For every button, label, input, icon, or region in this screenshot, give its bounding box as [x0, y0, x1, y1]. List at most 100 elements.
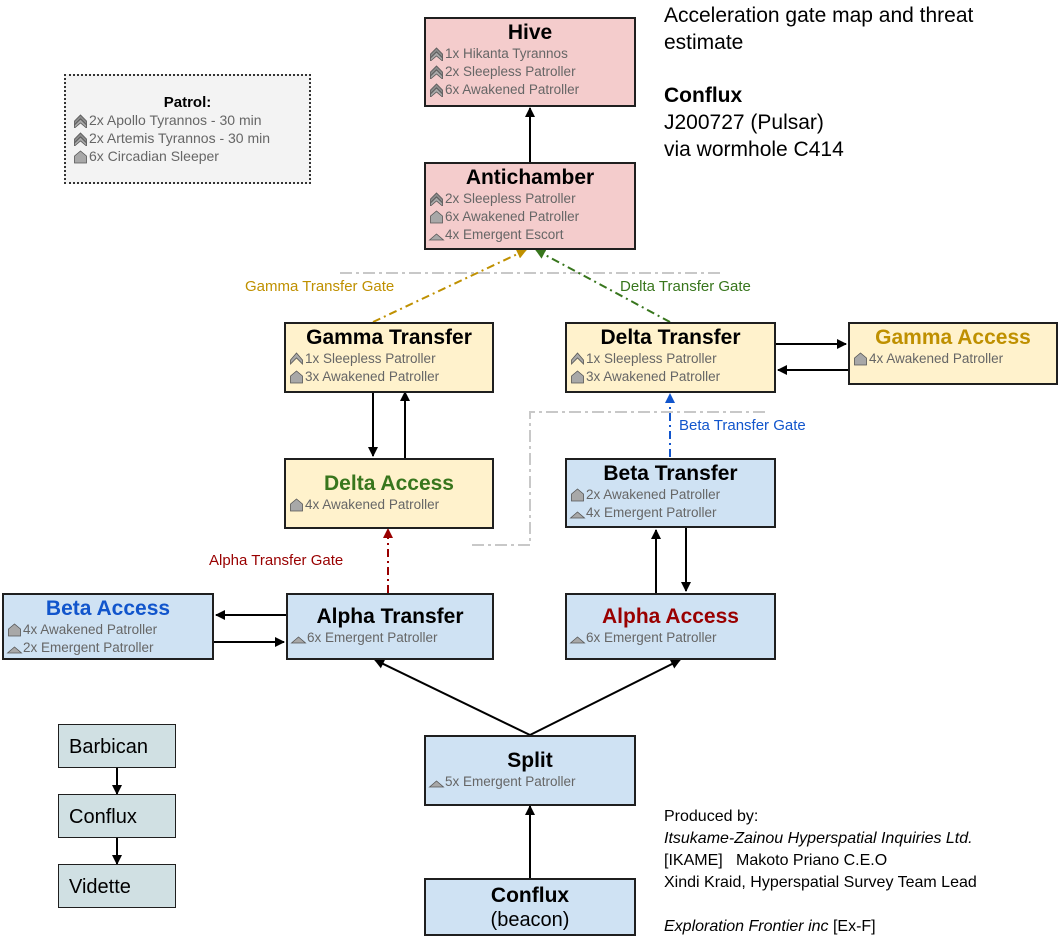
house-icon — [569, 487, 586, 502]
patrol-unit: 2x Artemis Tyrannos - 30 min — [66, 129, 309, 147]
middle-zone-boundary — [470, 411, 765, 546]
room-title: Hive — [507, 21, 553, 44]
zone-boundary-lines — [340, 272, 765, 546]
unit-line: 2x Awakened Patroller — [567, 486, 774, 504]
unit-line: 6x Emergent Patroller — [567, 629, 774, 647]
unit-line: 6x Emergent Patroller — [288, 629, 492, 647]
room-title: Alpha Transfer — [316, 605, 464, 628]
chain-label: Conflux — [69, 806, 137, 828]
beta-gate-label: Beta Transfer Gate — [679, 417, 806, 434]
house-icon — [852, 351, 869, 366]
delta-gate-label: Delta Transfer Gate — [620, 278, 751, 295]
unit-line: 6x Awakened Patroller — [426, 81, 634, 99]
triangle-icon — [428, 774, 445, 789]
unit-line: 5x Emergent Patroller — [426, 773, 634, 791]
house-icon — [569, 369, 586, 384]
unit-line: 4x Emergent Patroller — [567, 504, 774, 522]
chain-label: Vidette — [69, 876, 131, 898]
double-chevron-icon — [428, 191, 445, 206]
double-chevron-icon — [72, 130, 89, 146]
chain-label: Barbican — [69, 736, 148, 758]
credits-partner: Exploration Frontier inc [Ex-F] — [664, 918, 876, 935]
unit-line: 4x Awakened Patroller — [286, 496, 492, 514]
arrow-split-to-alpha-transfer — [374, 659, 531, 736]
room-beta-access: Beta Access 4x Awakened Patroller 2x Eme… — [2, 593, 214, 660]
gamma-gate-line — [372, 249, 527, 323]
unit-line: 2x Sleepless Patroller — [426, 63, 634, 81]
unit-line: 6x Awakened Patroller — [426, 208, 634, 226]
arrow-split-to-alpha-access — [529, 659, 681, 736]
credits-heading: Produced by: — [664, 808, 759, 825]
room-gamma-access: Gamma Access 4x Awakened Patroller — [848, 322, 1058, 385]
chain-vidette: Vidette — [58, 864, 176, 908]
alpha-gate-label: Alpha Transfer Gate — [209, 552, 344, 569]
room-title: Antichamber — [465, 166, 595, 189]
unit-line: 4x Awakened Patroller — [850, 350, 1056, 368]
house-icon — [288, 497, 305, 512]
room-antichamber: Antichamber 2x Sleepless Patroller 6x Aw… — [424, 162, 636, 250]
house-icon — [288, 369, 305, 384]
patrol-unit: 6x Circadian Sleeper — [66, 147, 309, 165]
room-gamma-transfer: Gamma Transfer 1x Sleepless Patroller 3x… — [284, 322, 494, 393]
room-title: Delta Access — [324, 472, 454, 495]
room-title: Conflux — [490, 884, 570, 907]
house-icon — [72, 148, 89, 164]
system-name: Conflux — [664, 84, 743, 107]
gamma-gate-label: Gamma Transfer Gate — [245, 278, 395, 295]
unit-line: 2x Emergent Patroller — [4, 639, 212, 657]
room-title: Split — [507, 749, 553, 772]
room-alpha-transfer: Alpha Transfer 6x Emergent Patroller — [286, 593, 494, 660]
patrol-box: Patrol: 2x Apollo Tyrannos - 30 min 2x A… — [64, 74, 311, 184]
room-delta-transfer: Delta Transfer 1x Sleepless Patroller 3x… — [565, 322, 776, 393]
patrol-title: Patrol: — [163, 94, 212, 111]
patrol-unit: 2x Apollo Tyrannos - 30 min — [66, 111, 309, 129]
room-conflux-beacon: Conflux (beacon) — [424, 878, 636, 936]
chain-conflux: Conflux — [58, 794, 176, 838]
triangle-icon — [428, 227, 445, 242]
room-title: Beta Access — [45, 597, 171, 620]
room-title: Beta Transfer — [603, 462, 738, 485]
system-id: J200727 (Pulsar) — [664, 111, 824, 134]
unit-line: 3x Awakened Patroller — [567, 368, 774, 386]
triangle-icon — [569, 630, 586, 645]
unit-line: 3x Awakened Patroller — [286, 368, 492, 386]
credits: Produced by: Itsukame-Zainou Hyperspatia… — [664, 806, 1054, 938]
room-title: Gamma Transfer — [306, 326, 472, 349]
unit-line: 1x Hikanta Tyrannos — [426, 45, 634, 63]
credits-lead: Xindi Kraid, Hyperspatial Survey Team Le… — [664, 874, 977, 891]
unit-line: 1x Sleepless Patroller — [567, 350, 774, 368]
room-subtitle: (beacon) — [490, 909, 570, 931]
room-alpha-access: Alpha Access 6x Emergent Patroller — [565, 593, 776, 660]
unit-line: 2x Sleepless Patroller — [426, 190, 634, 208]
room-hive: Hive 1x Hikanta Tyrannos 2x Sleepless Pa… — [424, 17, 636, 107]
double-chevron-icon — [428, 82, 445, 97]
chevron-icon — [569, 351, 586, 366]
house-icon — [6, 622, 23, 637]
map-title-line-1: Acceleration gate map and threat — [664, 4, 974, 27]
house-icon — [428, 209, 445, 224]
map-title-line-2: estimate — [664, 31, 744, 54]
triangle-icon — [290, 630, 307, 645]
map-header: Acceleration gate map and threat estimat… — [664, 2, 1054, 163]
double-chevron-icon — [428, 64, 445, 79]
double-chevron-icon — [72, 112, 89, 128]
unit-line: 4x Awakened Patroller — [4, 621, 212, 639]
credits-company: Itsukame-Zainou Hyperspatial Inquiries L… — [664, 830, 973, 847]
chevron-icon — [288, 351, 305, 366]
system-route: via wormhole C414 — [664, 138, 844, 161]
triangle-icon — [569, 505, 586, 520]
credits-ceo: [IKAME] Makoto Priano C.E.O — [664, 852, 888, 869]
unit-line: 1x Sleepless Patroller — [286, 350, 492, 368]
room-split: Split 5x Emergent Patroller — [424, 735, 636, 806]
delta-gate-line — [535, 249, 671, 323]
room-title: Gamma Access — [875, 326, 1031, 349]
chain-barbican: Barbican — [58, 724, 176, 768]
unit-line: 4x Emergent Escort — [426, 226, 634, 244]
room-title: Alpha Access — [602, 605, 739, 628]
room-title: Delta Transfer — [600, 326, 741, 349]
room-delta-access: Delta Access 4x Awakened Patroller — [284, 458, 494, 529]
room-beta-transfer: Beta Transfer 2x Awakened Patroller 4x E… — [565, 458, 776, 528]
triangle-icon — [6, 640, 23, 655]
double-chevron-icon — [428, 46, 445, 61]
